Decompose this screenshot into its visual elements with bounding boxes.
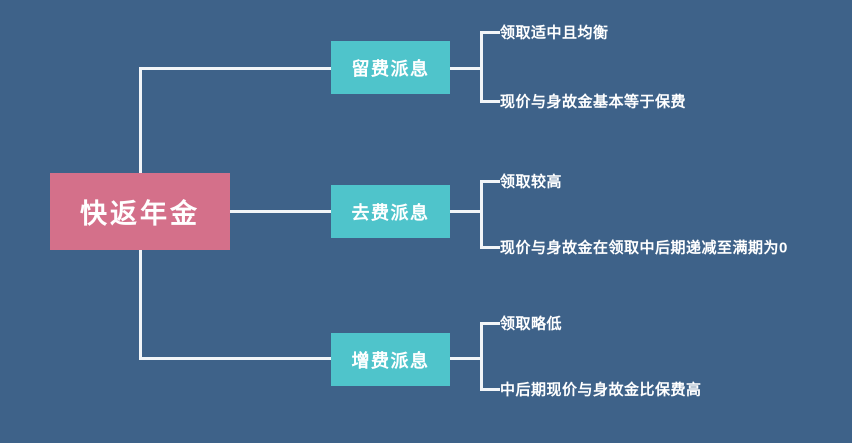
root-node[interactable]: 快返年金 <box>50 173 230 250</box>
connector-branch-2-leaf-2 <box>480 246 500 249</box>
connector-branch-1-spine <box>480 31 483 103</box>
leaf-label-2-2: 现价与身故金在领取中后期递减至满期为0 <box>500 239 788 257</box>
connector-branch-1-leaf-2 <box>480 100 500 103</box>
connector-branch-3-leaf-1 <box>480 322 500 325</box>
leaf-label-3-1: 领取略低 <box>500 315 563 333</box>
branch-node-3[interactable]: 增费派息 <box>331 333 450 386</box>
branch-node-1[interactable]: 留费派息 <box>331 41 450 94</box>
leaf-label-2-1: 领取较高 <box>500 173 563 191</box>
connector-branch-1-leaf-1 <box>480 31 500 34</box>
connector-branch-2-leaf-1 <box>480 180 500 183</box>
connector-trunk-to-branch-1 <box>139 67 331 70</box>
connector-branch-1-stub <box>450 67 483 70</box>
leaf-label-1-2: 现价与身故金基本等于保费 <box>500 93 687 111</box>
connector-branch-3-leaf-2 <box>480 388 500 391</box>
connector-branch-3-spine <box>480 322 483 391</box>
connector-branch-2-stub <box>450 210 483 213</box>
connector-trunk-to-branch-3 <box>139 357 331 360</box>
branch-node-1-label: 留费派息 <box>351 58 430 79</box>
connector-root-stub <box>230 210 331 213</box>
connector-branch-2-spine <box>480 180 483 249</box>
root-node-label: 快返年金 <box>80 199 200 229</box>
branch-node-2-label: 去费派息 <box>351 202 430 223</box>
branch-node-3-label: 增费派息 <box>351 350 430 371</box>
leaf-label-1-1: 领取适中且均衡 <box>500 24 609 42</box>
leaf-label-3-2: 中后期现价与身故金比保费高 <box>500 381 702 399</box>
connector-branch-3-stub <box>450 357 483 360</box>
branch-node-2[interactable]: 去费派息 <box>331 185 450 238</box>
